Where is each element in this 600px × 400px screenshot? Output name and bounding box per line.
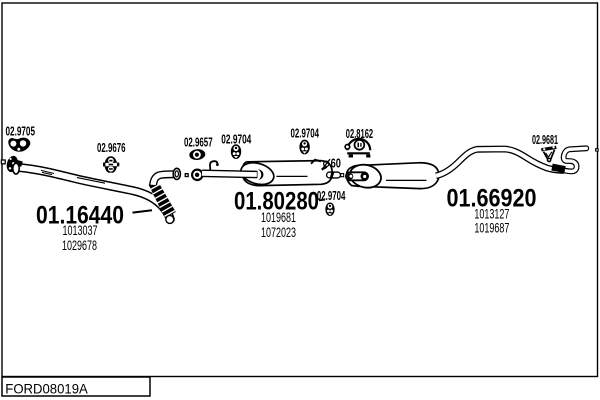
svg-text:1072023: 1072023 <box>261 225 296 240</box>
svg-text:02.9676: 02.9676 <box>97 140 126 155</box>
svg-text:01.16440: 01.16440 <box>36 202 124 230</box>
svg-text:02.9705: 02.9705 <box>6 123 36 138</box>
svg-text:01.66920: 01.66920 <box>447 185 537 213</box>
svg-text:02.9704: 02.9704 <box>221 131 251 146</box>
svg-text:FORD08019A: FORD08019A <box>5 382 88 397</box>
svg-text:1013127: 1013127 <box>474 206 509 221</box>
svg-text:60: 60 <box>331 155 341 170</box>
svg-text:02.9704: 02.9704 <box>291 125 320 140</box>
svg-text:02.8162: 02.8162 <box>346 126 373 141</box>
svg-text:1029678: 1029678 <box>62 238 97 253</box>
svg-text:02.9681: 02.9681 <box>532 132 558 147</box>
svg-text:02.9657: 02.9657 <box>184 135 213 150</box>
svg-text:1019687: 1019687 <box>474 220 509 235</box>
svg-text:1019681: 1019681 <box>261 210 296 225</box>
svg-text:1013037: 1013037 <box>63 223 98 238</box>
svg-text:01.80280: 01.80280 <box>234 188 319 216</box>
